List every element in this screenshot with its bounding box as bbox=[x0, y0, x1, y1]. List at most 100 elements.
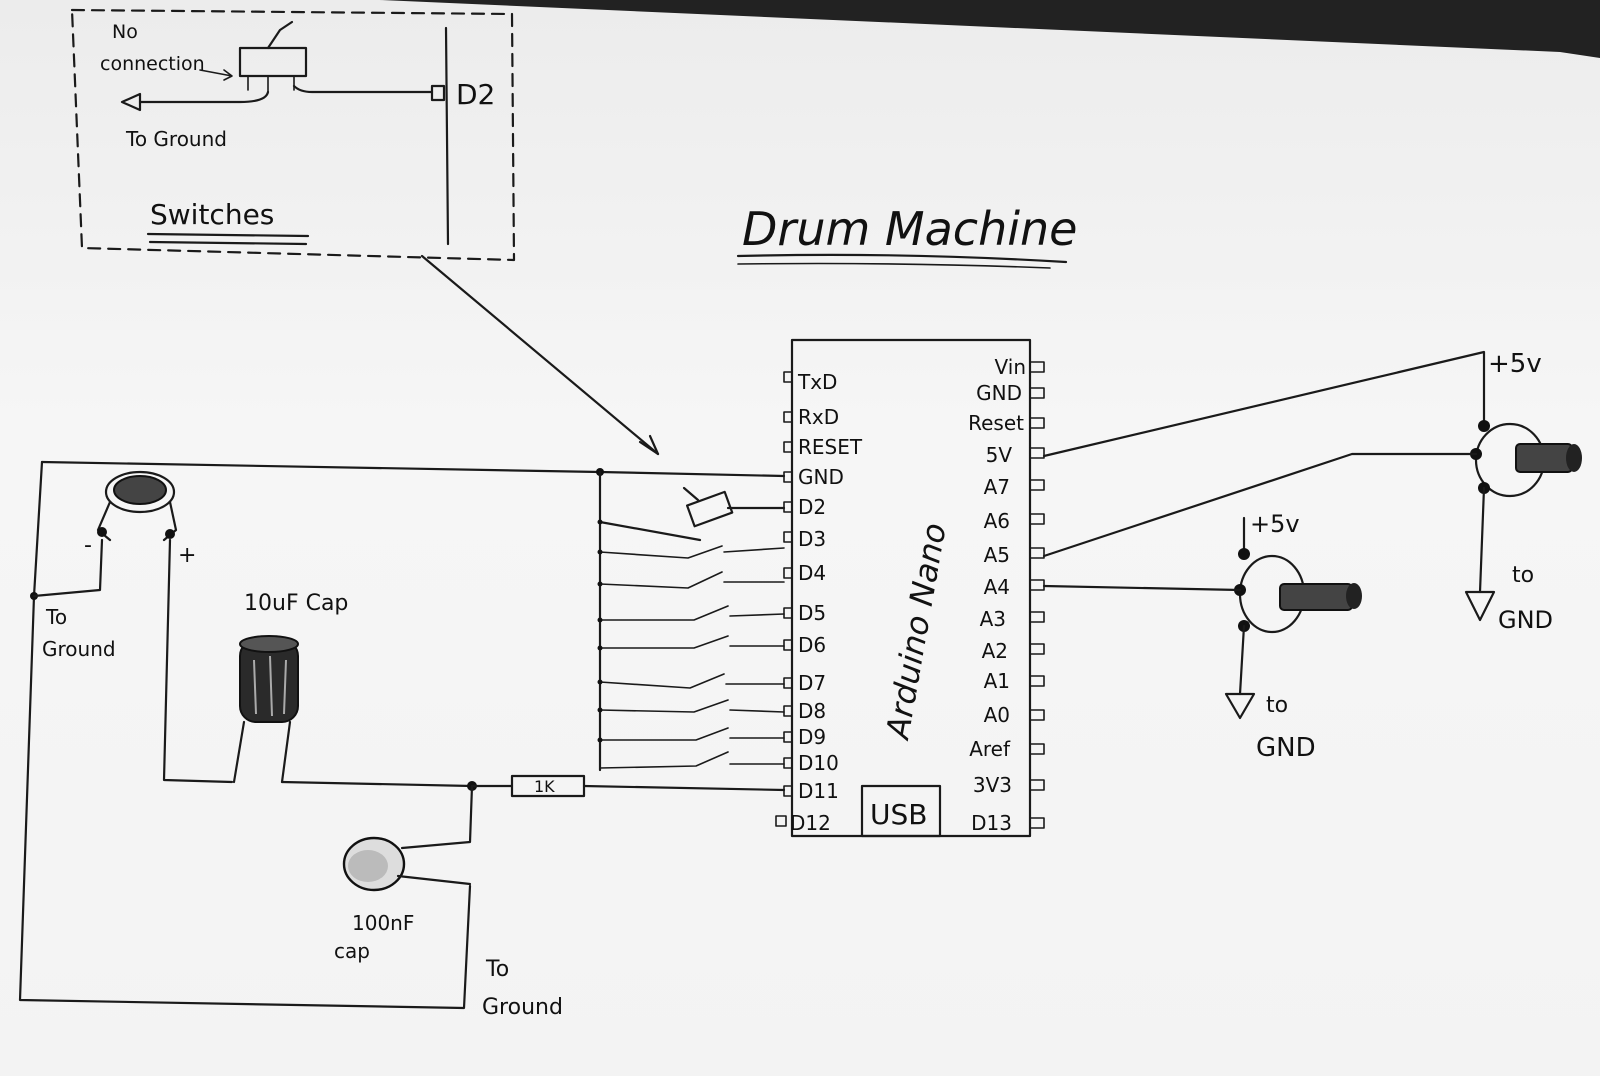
pin-d10 bbox=[783, 757, 793, 769]
pin-a2 bbox=[1029, 643, 1045, 655]
pin-label-d10: D10 bbox=[798, 751, 839, 775]
no-connection-label-1: No bbox=[112, 21, 138, 43]
pin-d12 bbox=[775, 815, 787, 827]
switch-d5 bbox=[599, 605, 785, 621]
pin-label-aref: Aref bbox=[969, 737, 1011, 761]
jack-plus-wire bbox=[162, 538, 234, 784]
paper-edge-shadow bbox=[380, 0, 1600, 58]
switches-inset: No connection To Ground D2 Switches bbox=[70, 8, 516, 262]
pot2-shaft bbox=[1279, 583, 1353, 611]
pin-rxd bbox=[783, 411, 793, 423]
pin-5v bbox=[1029, 447, 1045, 459]
pin-label-gnd-right: GND bbox=[976, 381, 1022, 405]
jack-minus-label: - bbox=[84, 533, 92, 558]
potentiometer-2: +5v to GND bbox=[1042, 510, 1362, 763]
pin-label-txd: TxD bbox=[797, 370, 837, 394]
pot2-shaft-end bbox=[1346, 583, 1362, 609]
pot1-ground-label-2: GND bbox=[1498, 606, 1553, 634]
title-underline-1 bbox=[736, 253, 1068, 264]
pin-reset-left bbox=[783, 441, 793, 453]
pin-label-gnd-left: GND bbox=[798, 465, 844, 489]
pot1-wiper-wire-a5 bbox=[1042, 452, 1478, 558]
pot1-5v-wire bbox=[1042, 350, 1486, 458]
pin-d7 bbox=[783, 677, 793, 689]
pot2-ground-label-2: GND bbox=[1256, 733, 1316, 763]
pin-reset-right bbox=[1029, 417, 1045, 429]
button-switches bbox=[597, 519, 785, 769]
inset-d2-pin bbox=[430, 84, 446, 102]
pot1-shaft-end bbox=[1566, 444, 1582, 472]
cap-100nf-label-2: cap bbox=[334, 939, 370, 963]
inset-d2-label: D2 bbox=[456, 78, 495, 111]
d2-switch-ground-lead bbox=[598, 520, 702, 542]
pot2-lug-top bbox=[1238, 548, 1250, 560]
pin-label-d4: D4 bbox=[798, 561, 826, 585]
jack-ground-label-1: To bbox=[45, 605, 67, 629]
pin-vin bbox=[1029, 361, 1045, 373]
pot1-supply-label: +5v bbox=[1488, 349, 1542, 379]
jack-inner bbox=[113, 475, 167, 505]
pin-d4 bbox=[783, 567, 793, 579]
switch-contact-dots bbox=[597, 519, 603, 743]
cap-10uf-top bbox=[239, 635, 299, 653]
pin-label-a7: A7 bbox=[984, 475, 1010, 499]
inset-toggle-lever bbox=[266, 20, 294, 50]
jack-lugs bbox=[96, 500, 178, 542]
pin-a6 bbox=[1029, 513, 1045, 525]
pot1-shaft bbox=[1515, 443, 1573, 473]
cap-100nf-label-1: 100nF bbox=[352, 911, 414, 935]
no-connection-label-2: connection bbox=[100, 53, 205, 75]
pin-label-a4: A4 bbox=[984, 575, 1010, 599]
pin-label-d13: D13 bbox=[971, 811, 1012, 835]
cap-10uf-label: 10uF Cap bbox=[244, 591, 348, 616]
pin-d9 bbox=[783, 731, 793, 743]
title-block: Drum Machine bbox=[736, 202, 1077, 269]
jack-plus-label: + bbox=[178, 543, 196, 568]
pin-d11 bbox=[783, 785, 793, 797]
no-connection-arrow bbox=[199, 69, 233, 81]
pin-label-d8: D8 bbox=[798, 699, 826, 723]
pin-label-3v3: 3V3 bbox=[973, 773, 1012, 797]
pin-label-d6: D6 bbox=[798, 633, 826, 657]
jack-outer bbox=[104, 470, 176, 514]
cap-100nf-shade bbox=[348, 850, 388, 882]
cap-10uf-leads bbox=[232, 720, 292, 784]
title-underline-2 bbox=[737, 262, 1051, 269]
pin-a3 bbox=[1029, 611, 1045, 623]
cap-10uf-wire bbox=[280, 780, 474, 788]
pin-d8 bbox=[783, 705, 793, 717]
pin-label-a1: A1 bbox=[984, 669, 1010, 693]
pin-a1 bbox=[1029, 675, 1045, 687]
inset-wire-to-d2 bbox=[292, 84, 434, 94]
pin-aref bbox=[1029, 743, 1045, 755]
pin-label-vin: Vin bbox=[995, 355, 1026, 379]
pin-a5 bbox=[1029, 547, 1045, 559]
pot1-ground-label-1: to bbox=[1512, 563, 1534, 588]
pin-label-d2: D2 bbox=[798, 495, 826, 519]
cap-10uf bbox=[239, 635, 299, 723]
inset-toggle-switch-body bbox=[238, 46, 308, 78]
pin-label-rxd: RxD bbox=[798, 405, 839, 429]
pin-label-d3: D3 bbox=[798, 527, 826, 551]
inset-dashed-border bbox=[70, 8, 516, 262]
pot2-ground-arrow bbox=[1224, 692, 1256, 720]
inset-switches-label: Switches bbox=[150, 198, 274, 231]
right-pin-column: Vin GND Reset 5V A7 A6 A5 A4 A3 A2 A1 A0… bbox=[968, 355, 1045, 835]
pin-a0 bbox=[1029, 709, 1045, 721]
pin-label-a6: A6 bbox=[984, 509, 1010, 533]
inset-to-ground-label: To Ground bbox=[125, 127, 227, 151]
board-name: Arduino Nano bbox=[878, 520, 954, 743]
switch-d10 bbox=[599, 751, 785, 769]
switch-d9 bbox=[599, 727, 785, 741]
resistor-label: 1K bbox=[534, 777, 555, 796]
jack-lug-minus bbox=[97, 527, 107, 537]
pin-label-d12: D12 bbox=[790, 811, 831, 835]
arduino-nano-board: Arduino Nano USB TxD RxD RESET GND D2 D3… bbox=[775, 338, 1045, 838]
diagram-title: Drum Machine bbox=[742, 202, 1077, 256]
left-ground-loop bbox=[18, 460, 472, 1010]
pin-label-d5: D5 bbox=[798, 601, 826, 625]
usb-label: USB bbox=[870, 798, 927, 831]
pin-label-d9: D9 bbox=[798, 725, 826, 749]
